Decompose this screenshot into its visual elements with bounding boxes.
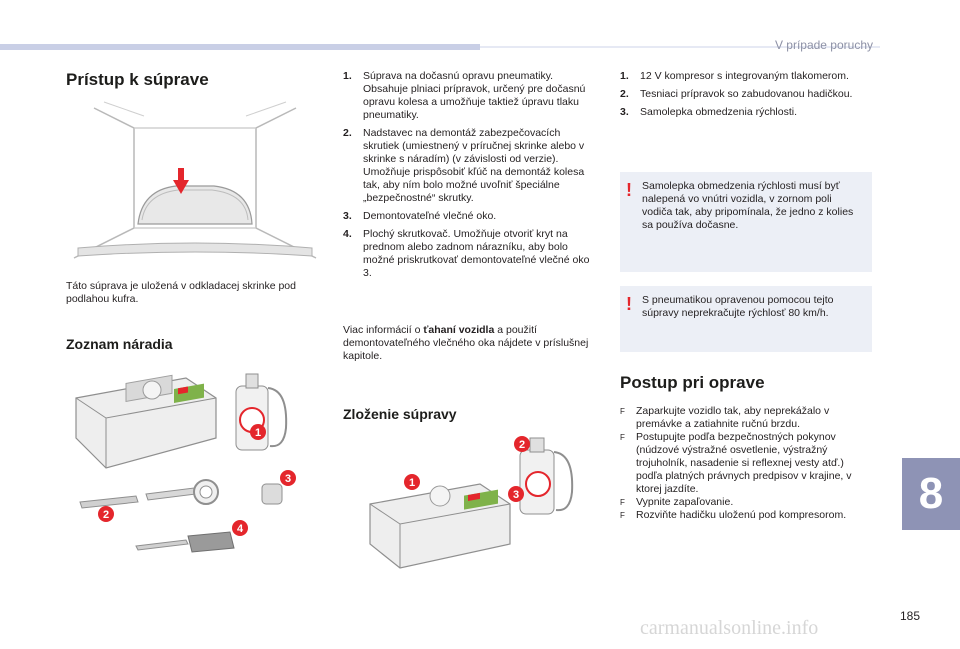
kit-illustration: 1 2 3 [369,436,574,569]
section-label: V prípade poruchy [774,38,873,52]
list-item: 2.Tesniaci prípravok so zabudovanou hadi… [620,88,853,100]
list-item: 3.Samolepka obmedzenia rýchlosti. [620,106,797,118]
kit-callout-1: 1 [409,477,415,489]
trunk-illustration [64,98,326,264]
tools-callout-4: 4 [237,523,244,535]
tools-list: 1.Súprava na dočasnú opravu pneumatiky. … [343,70,598,285]
list-item: 1.Súprava na dočasnú opravu pneumatiky. … [343,70,586,121]
intro-text: Táto súprava je uložená v odkladacej skr… [66,280,296,305]
tools-callout-1: 1 [255,427,261,439]
link-towing: ťahaní vozidla [423,324,495,336]
more-info-text: Viac informácií o ťahaní vozidla a použi… [343,324,589,362]
warning-text: S pneumatikou opravenou pomocou tejto sú… [642,294,834,319]
warning-box-speed: ! S pneumatikou opravenou pomocou tejto … [620,286,872,352]
warning-box-sticker: ! Samolepka obmedzenia rýchlosti musí by… [620,172,872,272]
kit-list: 1.12 V kompresor s integrovaným tlakomer… [620,70,870,124]
list-item: 4.Plochý skrutkovač. Umožňuje otvoriť kr… [343,228,590,279]
header-bar-light [480,46,880,48]
kit-title: Zloženie súpravy [343,406,457,422]
warning-icon: ! [626,294,632,314]
tools-callout-3: 3 [285,473,291,485]
page-number: 185 [900,609,921,623]
list-item: 1.12 V kompresor s integrovaným tlakomer… [620,70,849,82]
kit-callout-2: 2 [519,439,525,451]
watermark: carmanualsonline.info [640,617,819,639]
kit-callout-3: 3 [513,489,519,501]
procedure-title: Postup pri oprave [620,373,765,392]
page-title: Prístup k súprave [66,70,209,89]
warning-icon: ! [626,180,632,200]
warning-text: Samolepka obmedzenia rýchlosti musí byť … [642,180,854,231]
tools-callout-2: 2 [103,509,109,521]
chapter-tab: 8 [902,458,960,530]
header-bar [0,44,480,50]
list-item: 2.Nadstavec na demontáž zabezpečovacích … [343,127,585,204]
list-item: 3.Demontovateľné vlečné oko. [343,210,497,222]
tools-title: Zoznam náradia [66,336,173,352]
tools-illustration: 1 2 3 4 [75,373,296,553]
